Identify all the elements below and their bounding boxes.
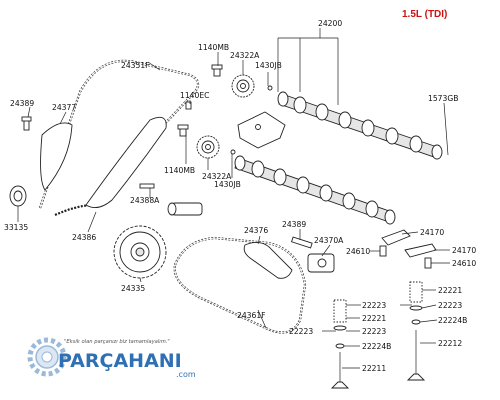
label-22223-d: 22223 [362,327,386,336]
camshaft-lower [234,155,396,225]
label-24322a-lower: 24322A [202,172,232,181]
valve-seal-right [411,319,421,325]
lash-adjuster-24610-right [424,257,432,269]
bolt-1140ec [185,101,192,110]
chain-guide-24377 [40,122,73,191]
label-24389-left: 24389 [10,99,34,108]
crank-sprocket-24335 [113,225,167,279]
label-1140ec: 1140EC [180,91,209,100]
engine-label: 1.5L (TDI) [402,9,447,20]
camshaft-upper [277,91,443,160]
label-24376: 24376 [244,226,268,235]
label-24610-left: 24610 [346,247,370,256]
label-24322a-upper: 24322A [230,51,260,60]
label-22224b-a: 22224B [438,316,467,325]
guide-bracket [237,111,286,149]
label-22223-b: 22223 [438,301,462,310]
label-33135: 33135 [4,223,28,232]
idler-33135 [9,185,27,207]
label-22223-c: 22223 [289,327,313,336]
label-24610-right: 24610 [452,259,476,268]
label-1573gb: 1573GB [428,94,458,103]
valve-22211 [330,352,350,389]
cam-sprocket-upper [231,74,255,98]
label-24351f: 24351F [121,61,150,70]
label-22224b-b: 22224B [362,342,391,351]
pin-1430jb-lower [230,149,236,155]
label-1430jb-upper: 1430JB [255,61,282,70]
watermark-brand: PARÇAHANI [58,350,182,372]
label-24389-mid: 24389 [282,220,306,229]
lash-adjuster-24610-left [379,245,387,257]
label-1140mb-lower: 1140MB [164,166,195,175]
watermark-slogan: "Eksik olan parçanızı biz tamamlayalım." [64,339,170,345]
label-24377: 24377 [52,103,76,112]
chain-guide-24376 [243,241,293,279]
label-24386: 24386 [72,233,96,242]
cam-sprocket-lower [196,135,220,159]
timing-chain-lower [173,236,307,334]
label-24170-right: 24170 [452,246,476,255]
bolt-24389-mid [290,236,313,249]
label-22221-upper: 22221 [438,286,462,295]
label-24335: 24335 [121,284,145,293]
rocker-24170-upper [381,229,411,246]
label-22223-a: 22223 [362,301,386,310]
rocker-24170-right [404,243,437,258]
label-24361f: 24361F [237,311,266,320]
label-22212: 22212 [438,339,462,348]
valve-spring-right [409,281,423,303]
bolt-1140mb-upper [211,64,223,77]
leader-lines [17,28,450,369]
label-1140mb-upper: 1140MB [198,43,229,52]
label-24170-upper: 24170 [420,228,444,237]
label-1430jb-lower: 1430JB [214,180,241,189]
label-24388a: 24388A [130,196,160,205]
label-24370a: 24370A [314,236,344,245]
tensioner-rail-24386 [85,116,167,209]
gear-icon [27,337,67,377]
label-22211: 22211 [362,364,386,373]
tensioner-24370a [307,253,335,273]
spring-retainer-right [409,305,423,311]
spring-retainer-left [333,325,347,331]
bolt-24389-left [21,116,32,131]
valve-22212 [406,330,426,381]
label-22221-mid: 22221 [362,314,386,323]
label-24200: 24200 [318,19,342,28]
valve-seal-left [335,343,345,349]
bolt-1140mb-lower [177,124,189,137]
watermark-logo: "Eksik olan parçanızı biz tamamlayalım."… [27,337,196,379]
watermark-domain: .com [176,370,196,379]
tensioner-24388a [139,183,203,216]
valve-spring-left [333,299,347,323]
pin-1430jb-upper [267,85,273,91]
